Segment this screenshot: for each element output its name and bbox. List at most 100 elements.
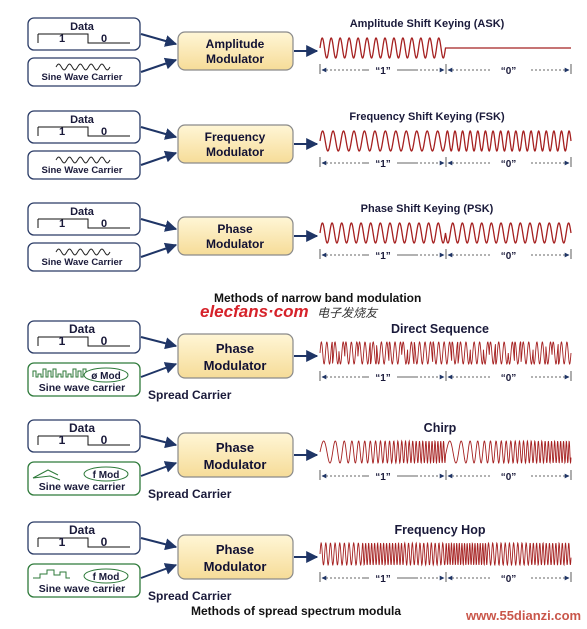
- data-label: Data: [69, 322, 95, 336]
- data-bit-zero: 0: [101, 33, 107, 45]
- modulator-label-top: Frequency: [205, 130, 266, 144]
- data-label: Data: [69, 421, 95, 435]
- data-label: Data: [70, 206, 95, 218]
- waveform-title: Direct Sequence: [391, 322, 489, 336]
- dim-zero-bg: [494, 249, 523, 260]
- dim-zero-bg: [494, 157, 523, 168]
- bit-zero-span: “0”: [501, 251, 517, 262]
- data-bit-zero: 0: [101, 218, 107, 230]
- bit-one-span: “1”: [375, 373, 391, 384]
- data-bit-one: 1: [59, 535, 66, 549]
- arrow-carrier: [140, 461, 178, 477]
- bit-zero-span: “0”: [501, 373, 517, 384]
- data-label: Data: [70, 21, 95, 33]
- spread-carrier-icon: [32, 469, 61, 481]
- waveform-ask: [319, 37, 571, 59]
- modulator-label-top: Phase: [216, 542, 254, 557]
- modulator-box: [177, 31, 294, 71]
- bit-one-span: “1”: [375, 472, 391, 483]
- carrier-box: [27, 57, 141, 87]
- data-bit-one: 1: [59, 33, 65, 45]
- dim-zero-bg: [494, 470, 523, 481]
- data-bit-zero: 0: [101, 126, 107, 138]
- data-bit-one: 1: [59, 126, 65, 138]
- data-waveform: [37, 336, 130, 347]
- arrow-carrier: [140, 362, 178, 378]
- data-waveform: [37, 218, 130, 229]
- data-bit-zero: 0: [101, 433, 108, 447]
- spread-spectrum-caption: Methods of spread spectrum modula: [191, 604, 402, 618]
- data-bit-zero: 0: [101, 535, 108, 549]
- modulator-box: [177, 124, 294, 164]
- modulator-label-bottom: Modulator: [206, 52, 264, 66]
- carrier-label: Sine Wave Carrier: [42, 257, 123, 268]
- dim-one-bg: [369, 371, 397, 382]
- bit-zero-span: “0”: [501, 472, 517, 483]
- mod-oval: [83, 367, 129, 383]
- arrow-data: [140, 33, 178, 47]
- bit-one-span: “1”: [375, 574, 391, 585]
- modulator-label-bottom: Modulator: [206, 145, 264, 159]
- modulator-label-bottom: Modulator: [204, 559, 267, 574]
- dim-zero-bg: [494, 64, 523, 75]
- carrier-label: Sine wave carrier: [39, 583, 125, 595]
- waveform-fsk: [319, 130, 572, 152]
- arrow-carrier: [140, 150, 178, 166]
- modulator-label-bottom: Modulator: [206, 237, 264, 251]
- dim-zero-bg: [494, 572, 523, 583]
- bit-one-span: “1”: [375, 66, 391, 77]
- waveform-title: Frequency Hop: [395, 523, 486, 537]
- data-waveform: [37, 33, 130, 44]
- modulator-label-bottom: Modulator: [204, 358, 267, 373]
- data-bit-one: 1: [59, 218, 65, 230]
- bit-zero-span: “0”: [501, 159, 517, 170]
- spread-carrier-label: Spread Carrier: [148, 487, 232, 501]
- sine-icon: [55, 156, 111, 164]
- data-label: Data: [70, 114, 95, 126]
- spread-carrier-label: Spread Carrier: [148, 589, 232, 603]
- mod-oval: [83, 466, 129, 482]
- data-waveform: [37, 435, 130, 446]
- data-bit-one: 1: [59, 433, 66, 447]
- carrier-label: Sine wave carrier: [39, 382, 125, 394]
- arrow-carrier: [140, 563, 178, 579]
- arrow-data: [140, 336, 178, 350]
- arrow-data: [140, 218, 178, 232]
- arrow-data: [140, 126, 178, 140]
- sine-icon: [55, 63, 111, 71]
- dim-one-bg: [369, 157, 397, 168]
- arrow-data: [140, 435, 178, 449]
- data-waveform: [37, 537, 130, 548]
- spread-carrier-icon: [33, 569, 70, 579]
- carrier-label: Sine Wave Carrier: [42, 165, 123, 176]
- data-bit-zero: 0: [101, 334, 108, 348]
- narrow-band-caption: Methods of narrow band modulation: [214, 291, 422, 305]
- modulator-box: [177, 216, 294, 256]
- carrier-label: Sine wave carrier: [39, 481, 125, 493]
- elecfans-logo-text: elecfans·com: [200, 302, 309, 321]
- dim-one-bg: [369, 470, 397, 481]
- mod-label: f Mod: [93, 470, 120, 481]
- bit-zero-span: “0”: [501, 66, 517, 77]
- carrier-box: [27, 150, 141, 180]
- spread-carrier-icon: [32, 368, 93, 378]
- waveform-ds: [319, 340, 572, 366]
- spread-carrier-label: Spread Carrier: [148, 388, 232, 402]
- carrier-label: Sine Wave Carrier: [42, 72, 123, 83]
- sine-icon: [55, 248, 111, 256]
- waveform-title: Frequency Shift Keying (FSK): [349, 111, 505, 123]
- waveform-chirp: [319, 439, 572, 465]
- modulator-label-top: Phase: [217, 222, 253, 236]
- modulator-label-top: Phase: [216, 341, 254, 356]
- bit-one-span: “1”: [375, 159, 391, 170]
- waveform-title: Phase Shift Keying (PSK): [361, 203, 494, 215]
- modulator-box: [177, 534, 294, 580]
- arrow-data: [140, 537, 178, 551]
- mod-oval: [83, 568, 129, 584]
